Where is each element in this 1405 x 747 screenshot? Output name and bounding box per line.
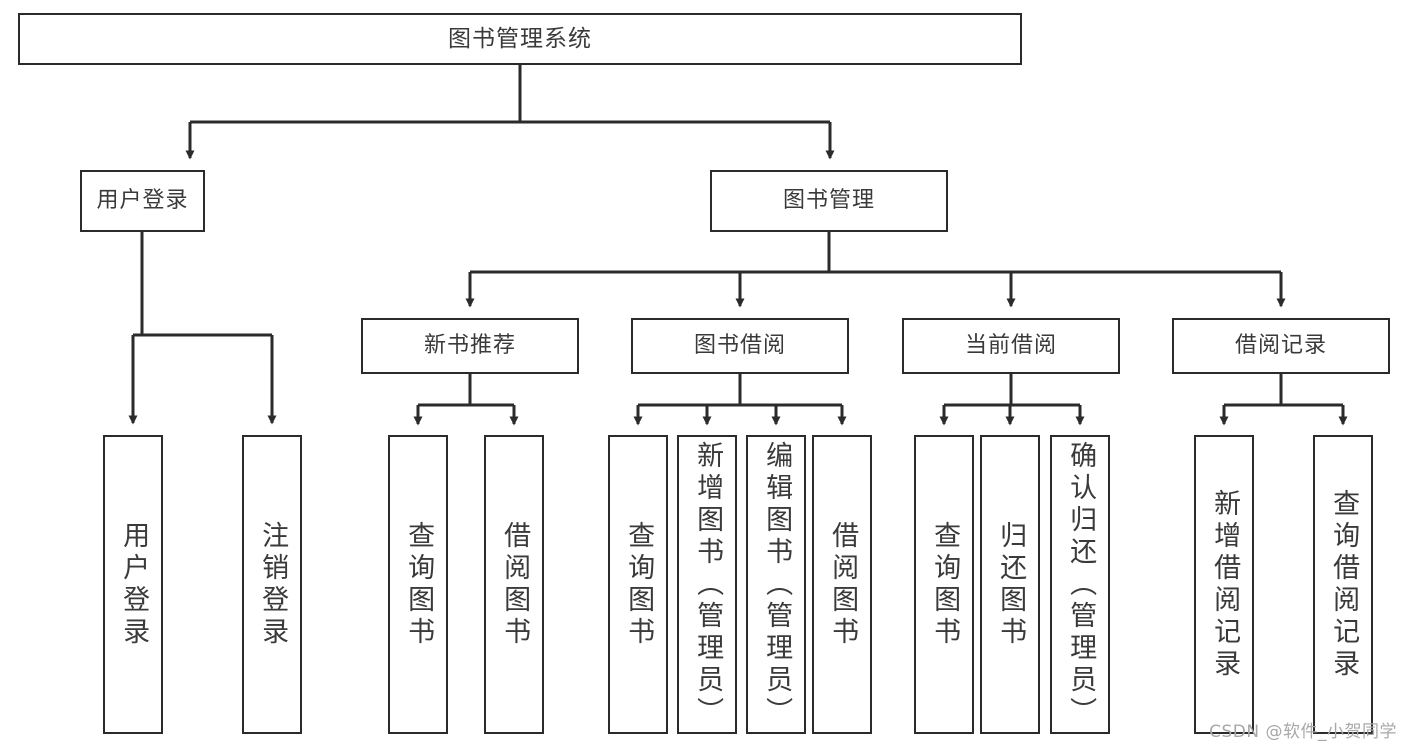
node-user-login-label: 用户登录 bbox=[96, 188, 189, 213]
node-book-borrowing[interactable]: 图书借阅 bbox=[631, 318, 849, 374]
node-book-management[interactable]: 图书管理 bbox=[710, 170, 948, 232]
leaf-borrow-log-1[interactable]: 新增借阅记录 bbox=[1194, 435, 1254, 734]
leaf-cur-borrow-3[interactable]: 确认归还（管理员） bbox=[1050, 435, 1110, 734]
leaf-borrow-log-2[interactable]: 查询借阅记录 bbox=[1313, 435, 1373, 734]
leaf-new-book-rec-1-label: 查询图书 bbox=[403, 520, 435, 649]
leaf-cur-borrow-2[interactable]: 归还图书 bbox=[980, 435, 1040, 734]
node-book-management-label: 图书管理 bbox=[782, 188, 875, 213]
node-root-system[interactable]: 图书管理系统 bbox=[18, 13, 1022, 65]
node-current-borrowing[interactable]: 当前借阅 bbox=[902, 318, 1120, 374]
node-current-borrowing-label: 当前借阅 bbox=[964, 333, 1057, 358]
leaf-cur-borrow-3-label: 确认归还（管理员） bbox=[1065, 441, 1097, 729]
leaf-new-book-rec-2-label: 借阅图书 bbox=[499, 520, 531, 649]
leaf-user-login-2-label: 注销登录 bbox=[257, 520, 289, 649]
node-root-label: 图书管理系统 bbox=[448, 25, 592, 52]
node-user-login[interactable]: 用户登录 bbox=[80, 170, 205, 232]
node-borrowing-record-label: 借阅记录 bbox=[1234, 333, 1327, 358]
leaf-cur-borrow-2-label: 归还图书 bbox=[995, 520, 1027, 649]
leaf-book-borrow-3-label: 编辑图书（管理员） bbox=[761, 441, 793, 729]
leaf-book-borrow-3[interactable]: 编辑图书（管理员） bbox=[746, 435, 806, 734]
leaf-new-book-rec-1[interactable]: 查询图书 bbox=[388, 435, 448, 734]
leaf-user-login-2[interactable]: 注销登录 bbox=[242, 435, 302, 734]
node-borrowing-record[interactable]: 借阅记录 bbox=[1172, 318, 1390, 374]
leaf-borrow-log-2-label: 查询借阅记录 bbox=[1328, 488, 1360, 681]
leaf-book-borrow-4-label: 借阅图书 bbox=[827, 520, 859, 649]
leaf-book-borrow-1[interactable]: 查询图书 bbox=[608, 435, 668, 734]
leaf-user-login-1-label: 用户登录 bbox=[118, 520, 150, 649]
leaf-book-borrow-2[interactable]: 新增图书（管理员） bbox=[677, 435, 737, 734]
node-new-book-recommendation-label: 新书推荐 bbox=[423, 333, 516, 358]
leaf-book-borrow-1-label: 查询图书 bbox=[623, 520, 655, 649]
leaf-cur-borrow-1[interactable]: 查询图书 bbox=[914, 435, 974, 734]
leaf-borrow-log-1-label: 新增借阅记录 bbox=[1209, 488, 1241, 681]
leaf-new-book-rec-2[interactable]: 借阅图书 bbox=[484, 435, 544, 734]
node-book-borrowing-label: 图书借阅 bbox=[693, 333, 786, 358]
leaf-book-borrow-2-label: 新增图书（管理员） bbox=[692, 441, 724, 729]
leaf-book-borrow-4[interactable]: 借阅图书 bbox=[812, 435, 872, 734]
leaf-user-login-1[interactable]: 用户登录 bbox=[103, 435, 163, 734]
leaf-cur-borrow-1-label: 查询图书 bbox=[929, 520, 961, 649]
node-new-book-recommendation[interactable]: 新书推荐 bbox=[361, 318, 579, 374]
